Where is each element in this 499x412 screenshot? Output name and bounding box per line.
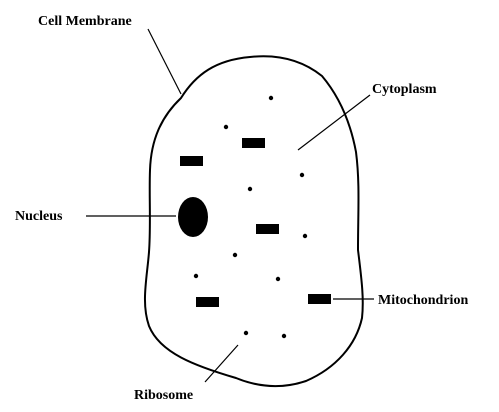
cytoplasm-label: Cytoplasm bbox=[372, 82, 437, 97]
mitochondrion bbox=[242, 138, 265, 148]
ribosome-dot bbox=[269, 96, 273, 100]
cytoplasm-leader bbox=[298, 95, 370, 150]
cell-membrane-leader bbox=[148, 29, 181, 94]
mitochondrion bbox=[308, 294, 331, 304]
ribosome-dot bbox=[300, 173, 304, 177]
cell-membrane-label: Cell Membrane bbox=[38, 14, 132, 29]
ribosome-label: Ribosome bbox=[134, 388, 193, 403]
ribosome-dot bbox=[244, 331, 248, 335]
cell-membrane-outline bbox=[145, 56, 363, 386]
nucleus bbox=[178, 197, 208, 237]
mitochondrion-label: Mitochondrion bbox=[378, 293, 468, 308]
mitochondrion bbox=[180, 156, 203, 166]
ribosome-dot bbox=[233, 253, 237, 257]
mitochondrion bbox=[256, 224, 279, 234]
mitochondrion bbox=[196, 297, 219, 307]
ribosome-dot bbox=[282, 334, 286, 338]
ribosome-dot bbox=[248, 187, 252, 191]
ribosome-dot bbox=[224, 125, 228, 129]
ribosome-dot bbox=[303, 234, 307, 238]
ribosome-dot bbox=[194, 274, 198, 278]
ribosome-dot bbox=[276, 277, 280, 281]
nucleus-label: Nucleus bbox=[15, 209, 63, 224]
